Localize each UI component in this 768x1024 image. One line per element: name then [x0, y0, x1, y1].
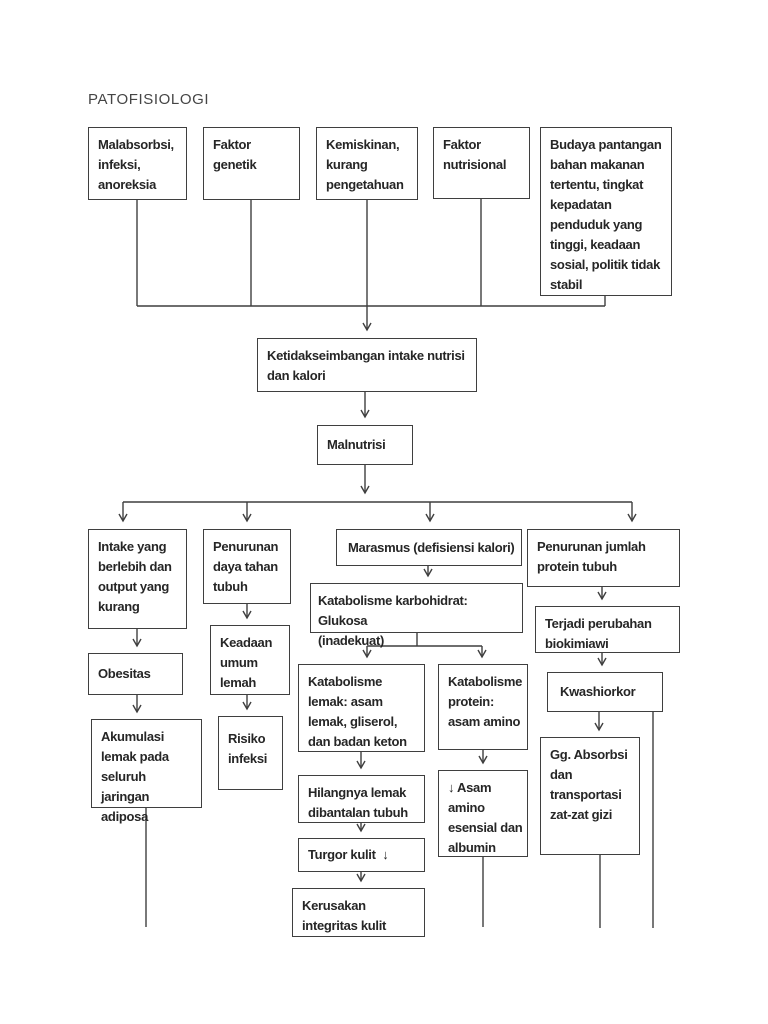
- page-title: PATOFISIOLOGI: [88, 91, 210, 108]
- node-faktor-genetik: Faktor genetik: [203, 127, 300, 200]
- node-faktor-nutrisional: Faktor nutrisional: [433, 127, 530, 199]
- node-katabolisme-lemak: Katabolisme lemak: asam lemak, gliserol,…: [298, 664, 425, 752]
- node-ketidakseimbangan: Ketidakseimbangan intake nutrisi dan kal…: [257, 338, 477, 392]
- node-kemiskinan: Kemiskinan, kurang pengetahuan: [316, 127, 418, 200]
- node-katabolisme-karbohidrat: Katabolisme karbohidrat: Glukosa (inadek…: [310, 583, 523, 648]
- node-marasmus: Marasmus (defisiensi kalori): [336, 529, 522, 566]
- node-obesitas: Obesitas: [88, 653, 183, 695]
- node-penurunan-daya-tahan: Penurunan daya tahan tubuh: [203, 529, 291, 604]
- node-keadaan-umum-lemah: Keadaan umum lemah: [210, 625, 290, 695]
- node-gg-absorbsi: Gg. Absorbsi dan transportasi zat-zat gi…: [540, 737, 640, 855]
- node-hilangnya-lemak: Hilangnya lemak dibantalan tubuh: [298, 775, 425, 823]
- node-kwashiorkor: Kwashiorkor: [547, 672, 663, 712]
- node-terjadi-perubahan-biokimiawi: Terjadi perubahan biokimiawi: [535, 606, 680, 653]
- node-budaya-pantangan: Budaya pantangan bahan makanan tertentu,…: [540, 127, 672, 296]
- node-katabolisme-protein: Katabolisme protein: asam amino: [438, 664, 528, 750]
- node-intake-berlebih: Intake yang berlebih dan output yang kur…: [88, 529, 187, 629]
- node-asam-amino-esensial: ↓ Asam amino esensial dan albumin: [438, 770, 528, 857]
- node-akumulasi-lemak: Akumulasi lemak pada seluruh jaringan ad…: [91, 719, 202, 824]
- node-kerusakan-integritas-kulit: Kerusakan integritas kulit: [292, 888, 425, 937]
- node-risiko-infeksi: Risiko infeksi: [218, 716, 283, 790]
- node-malabsorbsi: Malabsorbsi, infeksi, anoreksia: [88, 127, 187, 200]
- node-malnutrisi: Malnutrisi: [317, 425, 413, 465]
- node-penurunan-jumlah-protein: Penurunan jumlah protein tubuh: [527, 529, 680, 587]
- node-turgor-kulit: Turgor kulit ↓: [298, 838, 425, 872]
